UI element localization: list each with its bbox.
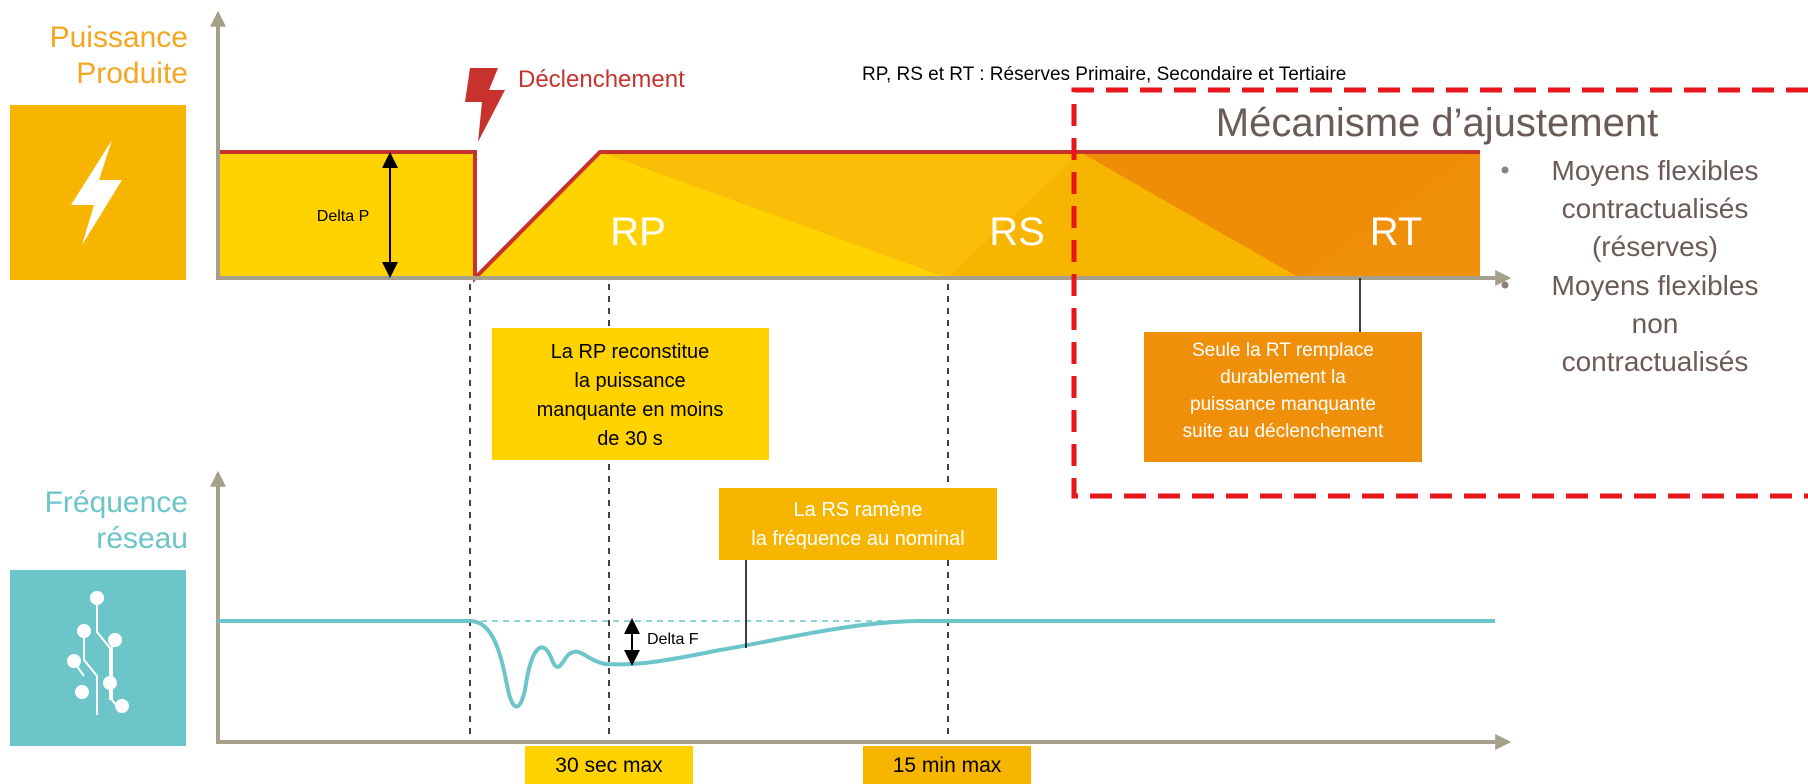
power-label-line2: Produite: [76, 57, 188, 90]
rp-zone-label: RP: [610, 210, 666, 254]
bullet-2-dot: [1501, 281, 1509, 289]
rt-note-line1: Seule la RT remplace: [1192, 340, 1374, 361]
rt-note-line2: durablement la: [1220, 367, 1346, 388]
adjustment-title: Mécanisme d’ajustement: [1216, 101, 1658, 145]
bullet-1-line3: (réserves): [1592, 231, 1718, 262]
bullet-2-line1: Moyens flexibles: [1552, 270, 1759, 301]
frequency-label-line1: Fréquence: [45, 486, 188, 519]
rs-note-box: [719, 488, 997, 560]
rt-note-line4: suite au déclenchement: [1183, 421, 1384, 442]
power-label-line1: Puissance: [50, 21, 188, 54]
rs-note-line1: La RS ramène: [794, 499, 923, 521]
bullet-2-line3: contractualisés: [1562, 346, 1749, 377]
circuit-icon: [67, 591, 129, 715]
reserves-legend: RP, RS et RT : Réserves Primaire, Second…: [862, 64, 1346, 85]
frequency-label-line2: réseau: [96, 522, 188, 555]
rp-note-line3: manquante en moins: [537, 399, 724, 421]
t30-label: 30 sec max: [555, 754, 663, 777]
t15-box: [863, 746, 1031, 784]
rt-fade-area: [1080, 152, 1480, 278]
lightning-icon: [71, 140, 122, 245]
rp-note-line2: la puissance: [574, 370, 685, 392]
rt-note-box: [1144, 332, 1422, 462]
initial-power-area: [218, 152, 475, 278]
frequency-curve: [218, 619, 1495, 709]
trip-lightning-icon: [465, 68, 505, 142]
delta-f-label: Delta F: [647, 631, 699, 648]
rt-dark-area: [1080, 152, 1480, 278]
rs-note-line2: la fréquence au nominal: [751, 528, 964, 550]
t30-box: [525, 746, 693, 784]
rp-note-box: [492, 328, 769, 460]
rp-note-line1: La RP reconstitue: [551, 341, 710, 363]
bullet-1-dot: [1501, 166, 1509, 174]
rt-note-line3: puissance manquante: [1190, 394, 1376, 415]
bullet-1-line2: contractualisés: [1562, 193, 1749, 224]
adjustment-frame: [1071, 87, 1808, 499]
rp-zone-area: [475, 152, 948, 278]
rs-zone-label: RS: [989, 210, 1045, 254]
trip-label: Déclenchement: [518, 66, 685, 93]
delta-p-label: Delta P: [317, 208, 369, 225]
rs-fade-area: [600, 152, 1080, 278]
rp-note-line4: de 30 s: [597, 428, 663, 450]
t15-label: 15 min max: [893, 754, 1002, 777]
bullet-1-line1: Moyens flexibles: [1552, 155, 1759, 186]
bullet-2-line2: non: [1632, 308, 1679, 339]
rt-zone-label: RT: [1370, 210, 1423, 254]
